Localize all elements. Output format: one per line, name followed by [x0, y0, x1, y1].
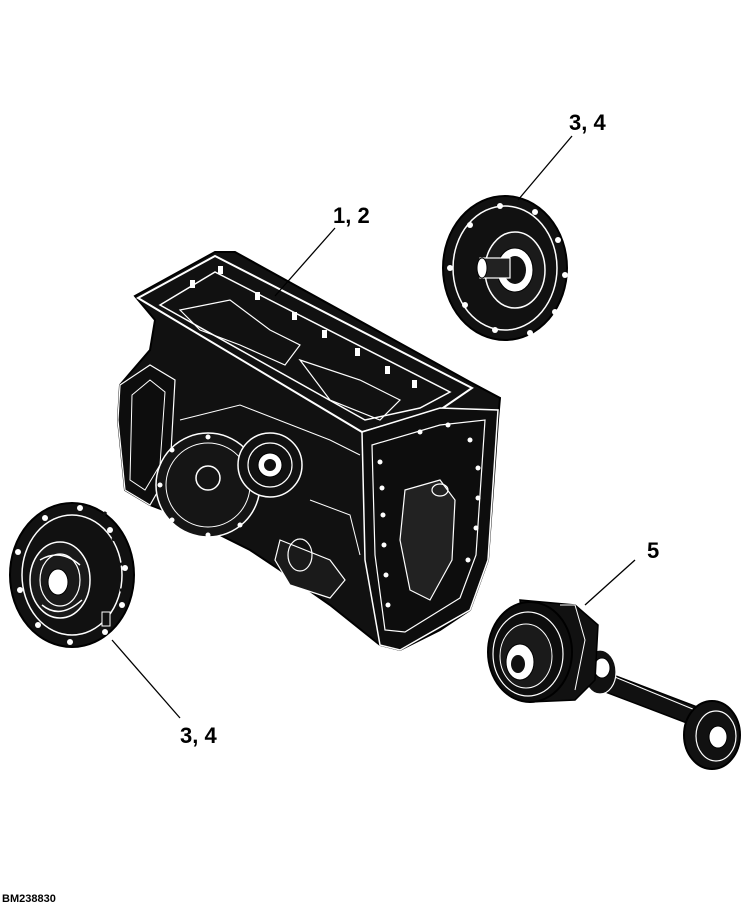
- callout-label-lower-right: 5: [647, 538, 660, 563]
- leader-lines: [111, 135, 636, 719]
- leader-line-lower-right: [584, 559, 636, 606]
- callout-label-lower-left: 3, 4: [180, 723, 217, 748]
- leader-line-center: [274, 227, 336, 297]
- callout-label-center: 1, 2: [333, 203, 370, 228]
- transmission-housing-illustration: [116, 251, 502, 652]
- figure-reference-code: BM238830: [2, 893, 56, 905]
- shaft-assembly-illustration: [487, 599, 741, 770]
- lower-cover-illustration: [9, 502, 135, 648]
- upper-cover-illustration: [442, 195, 568, 341]
- leader-line-upper-right: [517, 135, 573, 201]
- leader-line-lower-left: [111, 639, 181, 719]
- callout-label-upper-right: 3, 4: [569, 110, 606, 135]
